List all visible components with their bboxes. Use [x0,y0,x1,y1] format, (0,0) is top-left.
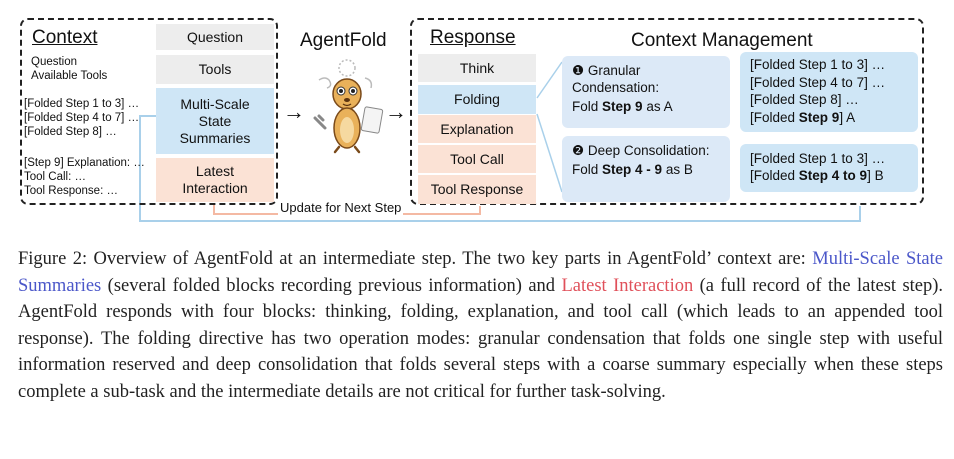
step-2-marker-icon: ❷ [572,143,585,158]
summaries-term: Multi-Scale State Summaries [18,249,943,296]
right-arrow-icon: → [385,99,407,124]
deep-consolidation-title: Deep Consolidation: [587,143,710,158]
response-tool-call-pill: Tool Call [418,145,536,173]
result-last-suffix: ] A [839,109,856,125]
agentfold-title: AgentFold [300,30,387,51]
granular-condensation-title: Granular Condensation: [572,63,660,95]
deep-result-box: [Folded Step 1 to 3] … [Folded Step 4 to… [740,144,918,192]
caption-label: Figure 2: [18,249,88,269]
deep-consolidation-box: ❷ Deep Consolidation: Fold Step 4 - 9 as… [562,136,730,202]
fold-prefix: Fold [572,99,599,114]
caption-text: (several folded blocks recording previou… [107,275,556,296]
tools-pill: Tools [156,55,274,84]
fold-prefix: Fold [572,162,599,177]
caption-text: Overview of AgentFold at an intermediate… [93,249,806,269]
context-management-heading: Context Management [631,30,813,51]
result-line: [Folded Step 1 to 3] … [750,151,886,166]
context-box [20,18,278,205]
result-line: [Folded Step 1 to 3] … [750,57,886,72]
update-for-next-step-label: Update for Next Step [278,200,404,215]
granular-condensation-box: ❶ Granular Condensation: Fold Step 9 as … [562,56,730,128]
multi-scale-summaries-pill: Multi-Scale State Summaries [156,88,274,154]
folded-line: [Folded Step 4 to 7] … [24,112,140,124]
response-tool-response-pill: Tool Response [418,175,536,204]
result-last-prefix: [Folded [750,168,796,183]
latest-interaction-pill: Latest Interaction [156,158,274,202]
mgmt-connector-line-1 [536,61,563,99]
result-last-bold: Step 9 [798,109,840,125]
latest-interaction-term: Latest Interaction [561,275,694,296]
context-heading: Context [32,27,98,48]
question-pill: Question [156,24,274,50]
response-think-pill: Think [418,54,536,82]
step-line: [Step 9] Explanation: … [24,157,145,169]
result-line: [Folded Step 4 to 7] … [750,74,886,90]
response-heading: Response [430,27,516,48]
folded-line: [Folded Step 8] … [24,126,117,138]
step-1-marker-icon: ❶ [572,63,585,78]
fold-step: Step 4 - 9 [602,162,663,177]
figure-caption: Figure 2: Overview of AgentFold at an in… [18,246,943,405]
fold-suffix: as A [646,99,673,114]
question-line: Question [31,56,78,68]
response-explanation-pill: Explanation [418,115,536,143]
caption-text: (a full record of the latest step). Agen… [18,275,944,402]
result-last-prefix: [Folded [750,109,796,125]
available-tools-line: Available Tools [31,70,108,82]
fold-step: Step 9 [602,99,643,114]
summaries-loop-line [139,115,861,222]
agentfold-overview-diagram: Context Question Available Tools [Folded… [20,18,924,222]
folded-line: [Folded Step 1 to 3] … [24,98,140,110]
response-management-box [410,18,924,205]
response-folding-pill: Folding [418,85,536,114]
mgmt-connector-line-2 [536,113,563,193]
fold-suffix: as B [665,162,693,177]
result-last-suffix: ] B [867,168,884,183]
meerkat-mascot-icon [313,59,384,154]
right-arrow-icon: → [283,99,305,124]
result-line: [Folded Step 8] … [750,92,859,107]
result-last-bold: Step 4 to 9 [798,168,868,183]
granular-result-box: [Folded Step 1 to 3] … [Folded Step 4 to… [740,52,918,132]
step-line: Tool Call: … [24,171,86,183]
step-line: Tool Response: … [24,185,118,197]
